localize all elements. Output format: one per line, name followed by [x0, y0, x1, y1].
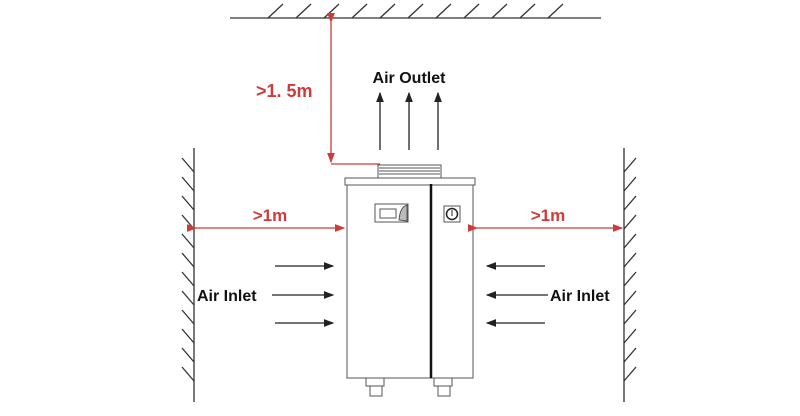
left-clearance-label: >1m [253, 206, 288, 225]
hatch-mark [491, 3, 508, 19]
hatch-mark [181, 366, 195, 382]
hatch-mark [623, 328, 637, 344]
hatch-mark [181, 271, 195, 287]
hatch-mark [623, 176, 637, 192]
hatch-mark [267, 3, 284, 19]
air-inlet-arrows-right [485, 262, 548, 327]
hatch-mark [623, 195, 637, 211]
hatch-mark [623, 347, 637, 363]
air-inlet-right-label: Air Inlet [550, 288, 610, 305]
hatch-mark [181, 347, 195, 363]
power-switch [443, 205, 461, 223]
hatch-mark [181, 252, 195, 268]
hatch-mark [295, 3, 312, 19]
hatch-mark [407, 3, 424, 19]
hatch-mark [181, 290, 195, 306]
air-inlet-left-label: Air Inlet [197, 288, 257, 305]
hatch-mark [623, 252, 637, 268]
hatch-mark [463, 3, 480, 19]
hatch-mark [181, 233, 195, 249]
control-panel [374, 203, 409, 223]
heat-pump-unit [344, 164, 476, 397]
hatch-mark [181, 328, 195, 344]
top-clearance-dimension [327, 12, 380, 165]
hatch-mark [181, 157, 195, 173]
air-inlet-arrows-left [272, 262, 335, 327]
hatch-mark [435, 3, 452, 19]
air-outlet-label: Air Outlet [373, 70, 447, 87]
hatch-mark [181, 214, 195, 230]
hatch-mark [623, 233, 637, 249]
hatch-mark [351, 3, 368, 19]
hatch-mark [623, 214, 637, 230]
hatch-mark [623, 271, 637, 287]
hatch-mark [623, 309, 637, 325]
wheels [365, 377, 453, 397]
hatch-mark [379, 3, 396, 19]
hatch-mark [547, 3, 564, 19]
hatch-mark [323, 3, 340, 19]
hatch-mark [623, 157, 637, 173]
hatch-mark [519, 3, 536, 19]
air-outlet-arrows [376, 91, 442, 150]
hatch-mark [623, 366, 637, 382]
ceiling [230, 3, 601, 19]
hatch-mark [623, 290, 637, 306]
hatch-mark [181, 195, 195, 211]
hatch-mark [181, 176, 195, 192]
hatch-mark [181, 309, 195, 325]
right-clearance-label: >1m [531, 206, 566, 225]
top-clearance-label: >1. 5m [256, 81, 313, 101]
right-wall [623, 148, 637, 402]
left-wall [181, 148, 195, 402]
